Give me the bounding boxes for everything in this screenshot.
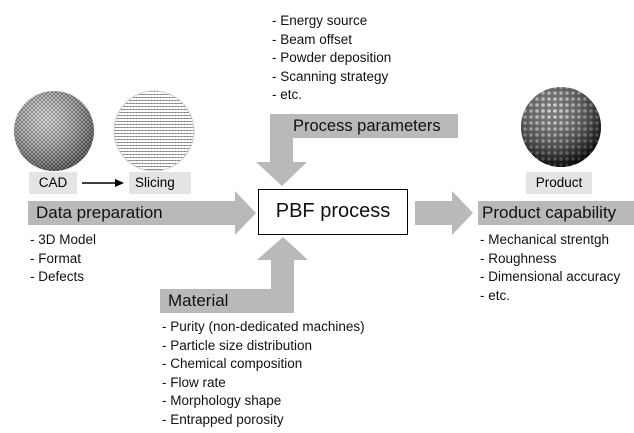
list-item: - Defects <box>30 269 85 284</box>
process-parameters-list: - Energy source - Beam offset - Powder d… <box>272 12 391 105</box>
product-arrow <box>415 191 473 235</box>
cad-to-slicing-arrowhead <box>115 179 124 187</box>
cad-sphere-image <box>14 91 94 171</box>
list-item: - Purity (non-dedicated machines) <box>162 319 365 334</box>
data-preparation-title: Data preparation <box>36 203 163 222</box>
list-item: - Flow rate <box>162 374 226 390</box>
list-item: - Dimensional accuracy <box>480 269 621 284</box>
list-item: - Roughness <box>480 250 557 266</box>
list-item: - Scanning strategy <box>272 68 389 84</box>
list-item: - Particle size distribution <box>162 337 313 353</box>
list-item: - 3D Model <box>30 232 97 247</box>
process-parameters-arrow <box>256 138 307 186</box>
list-item: - Powder deposition <box>272 50 392 65</box>
process-parameters-band <box>270 114 458 138</box>
list-item: - Morphology shape <box>162 393 282 408</box>
product-capability-list: - Mechanical strentgh - Roughness - Dime… <box>480 231 620 305</box>
list-item: - etc. <box>480 287 511 303</box>
data-preparation-list: - 3D Model - Format - Defects <box>30 231 96 287</box>
list-item: - Beam offset <box>272 31 353 47</box>
process-parameters-title: Process parameters <box>293 117 441 135</box>
slicing-label: Slicing <box>129 172 191 194</box>
cad-label: CAD <box>29 172 77 194</box>
product-capability-title: Product capability <box>482 203 617 222</box>
list-item: - etc. <box>272 87 303 102</box>
data-preparation-arrow <box>28 191 256 235</box>
material-band <box>160 289 294 313</box>
list-item: - Format <box>30 250 82 266</box>
list-item: - Chemical composition <box>162 356 303 371</box>
list-item: - Mechanical strentgh <box>480 232 610 247</box>
slicing-sphere-image <box>113 90 195 172</box>
product-capability-band <box>478 201 634 225</box>
material-arrow <box>257 237 308 289</box>
list-item: - Entrapped porosity <box>162 411 284 427</box>
product-label: Product <box>526 172 592 194</box>
pbf-process-box: PBF process <box>258 189 408 235</box>
list-item: - Energy source <box>272 13 368 28</box>
product-sphere-image <box>521 87 601 167</box>
material-list: - Purity (non-dedicated machines) - Part… <box>162 318 365 429</box>
material-title: Material <box>168 291 229 310</box>
